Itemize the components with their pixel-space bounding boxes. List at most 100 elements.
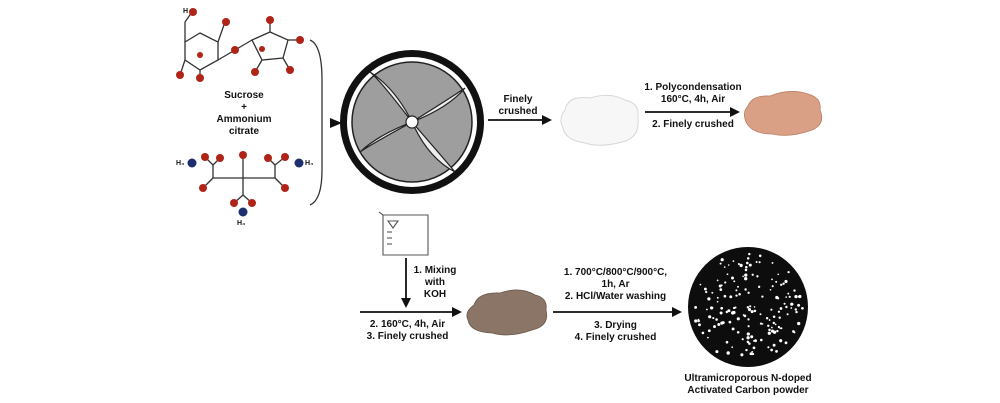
carbon-pore (775, 295, 779, 300)
carbon-pore (776, 329, 779, 333)
carbon-pore (793, 331, 796, 334)
step-polycondensation-label: 1. Polycondensation 160°C, 4h, Air (638, 82, 748, 106)
carbon-pore (747, 291, 750, 294)
carbon-pore (770, 329, 775, 333)
carbon-pore (755, 261, 758, 263)
carbon-pore (768, 328, 771, 332)
mixing-line2: with (425, 277, 445, 288)
carbon-pore (727, 309, 731, 313)
carbon-pore (746, 336, 750, 340)
carbon-pore (785, 296, 788, 298)
carbon-pore (746, 261, 749, 265)
carbon-pore (772, 321, 775, 325)
carbon-pore (731, 276, 734, 280)
carbon-pore (742, 275, 744, 278)
carbon-pore (754, 339, 757, 343)
carbon-pore (694, 319, 698, 323)
carbon-pore (779, 327, 782, 330)
carbon-pore (745, 348, 748, 352)
carbon-pore (694, 305, 698, 309)
carbon-pore (748, 342, 751, 345)
carbon-pore (729, 295, 733, 299)
carbon-pore (747, 325, 750, 328)
carbon-pore (732, 260, 735, 262)
carbon-pore (772, 315, 776, 318)
carbon-pore (710, 306, 713, 309)
carbon-pore (771, 326, 773, 329)
carbon-pore (770, 348, 773, 352)
beaker-icon (378, 211, 429, 256)
carbon-pore (761, 323, 764, 325)
koh-mixture (466, 289, 548, 336)
sucrose-structure (179, 11, 300, 78)
carbon-pore (747, 318, 750, 321)
step-mixing-label: 1. Mixing with KOH (410, 265, 460, 301)
carbon-pore (732, 306, 736, 310)
polycondensation-line3: 2. Finely crushed (652, 119, 734, 130)
carbon-pore (758, 261, 761, 264)
carbon-pore (772, 343, 776, 347)
carbon-pore (747, 308, 752, 312)
step-activation-label: 1. 700°C/800°C/900°C, 1h, Ar 2. HCl/Wate… (553, 267, 678, 303)
ammonium-nitrogen-atoms (187, 158, 304, 217)
carbon-pore (745, 265, 748, 269)
reagent-ammonium: Ammonium (216, 114, 272, 125)
carbon-pore (744, 273, 748, 277)
carbon-pore (736, 317, 740, 321)
carbon-pore (794, 308, 798, 311)
carbon-pore (784, 341, 788, 345)
ammonium-citrate-structure (202, 155, 286, 204)
carbon-pore (748, 252, 751, 256)
carbon-pore (727, 264, 730, 266)
carbon-pore (716, 300, 719, 303)
mixing-line3: KOH (423, 289, 447, 300)
carbon-pore (797, 303, 801, 307)
polycondensation-line1: 1. Polycondensation (644, 82, 742, 93)
carbon-pore (741, 338, 744, 341)
hydroxyl-h-label: H (183, 8, 189, 15)
carbon-pore (726, 351, 730, 355)
carbon-pore (774, 323, 777, 326)
carbon-pore (749, 352, 753, 356)
carbon-pore (713, 325, 716, 329)
carbon-pore (758, 285, 761, 288)
carbon-pore (701, 331, 705, 335)
carbon-pore (720, 306, 724, 310)
carbon-pore (707, 329, 711, 333)
reagents-label: Sucrose + Ammonium citrate (214, 90, 274, 138)
carbon-pore (787, 270, 790, 274)
carbon-pore (775, 350, 778, 353)
carbon-pore (769, 288, 772, 291)
ammonium-left-label: H₄ (176, 160, 185, 167)
carbon-pore (746, 340, 750, 344)
activation-line4: 3. Drying (594, 320, 637, 331)
carbon-pore (735, 294, 738, 297)
reagent-bracket (309, 39, 323, 206)
carbon-pore (705, 290, 708, 294)
carbon-pore (711, 291, 714, 294)
sucrose-oxygen-atoms (176, 8, 304, 82)
carbon-pore (707, 336, 709, 339)
carbon-pore (720, 258, 724, 262)
ammonium-bottom-label: H₄ (237, 220, 246, 227)
carbon-pore (738, 293, 741, 296)
activation-line2: 1h, Ar (601, 279, 630, 290)
carbon-pore (750, 310, 754, 314)
product-line2: Activated Carbon powder (687, 385, 809, 396)
carbon-pore (797, 321, 801, 326)
activated-carbon-powder (688, 247, 808, 367)
carbon-pore (787, 292, 790, 295)
citrate-oxygen-atoms (199, 151, 289, 207)
bracket-arrow (330, 118, 342, 128)
carbon-pore (801, 306, 804, 310)
activation-line3: 2. HCl/Water washing (564, 291, 667, 302)
carbon-pore (768, 319, 771, 321)
carbon-pore (746, 306, 750, 309)
carbon-pore (728, 320, 732, 324)
carbon-pore (740, 353, 744, 357)
product-line1: Ultramicroporous N-doped (684, 373, 812, 384)
white-powder (560, 94, 639, 146)
carbon-pore (720, 284, 723, 287)
carbon-pore (712, 317, 715, 320)
carbon-pore (744, 268, 748, 272)
